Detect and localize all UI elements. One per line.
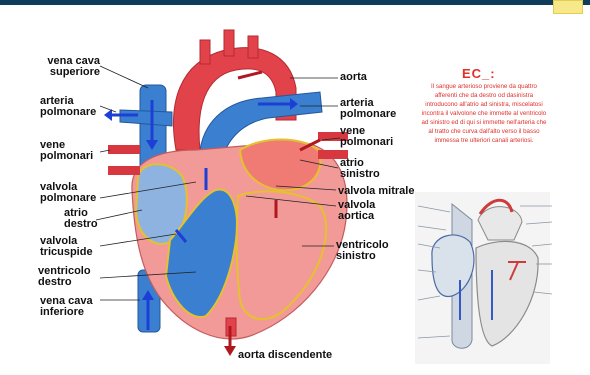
pulmonary-vein-left-1 <box>108 145 140 154</box>
arrow-head-blue-3 <box>104 109 112 121</box>
arrow-head-red-4 <box>224 346 236 356</box>
secondary-diagram <box>415 192 552 364</box>
note-title: EC_: <box>462 66 496 81</box>
label-aorta-discendente: aorta discendente <box>238 350 332 361</box>
note-text: Il sangue arterioso proviene da quattro … <box>420 82 548 145</box>
label-valvola-mitrale: valvola mitrale <box>338 186 414 197</box>
pulmonary-artery-left <box>120 110 172 126</box>
left-ventricle <box>237 191 326 319</box>
arrow-red-1 <box>238 72 262 78</box>
aorta-branch-1 <box>200 40 210 64</box>
aorta-branch-3 <box>248 36 258 58</box>
label-aorta: aorta <box>340 72 367 83</box>
aorta-branch-2 <box>224 30 234 56</box>
pulmonary-vein-left-2 <box>108 166 140 175</box>
